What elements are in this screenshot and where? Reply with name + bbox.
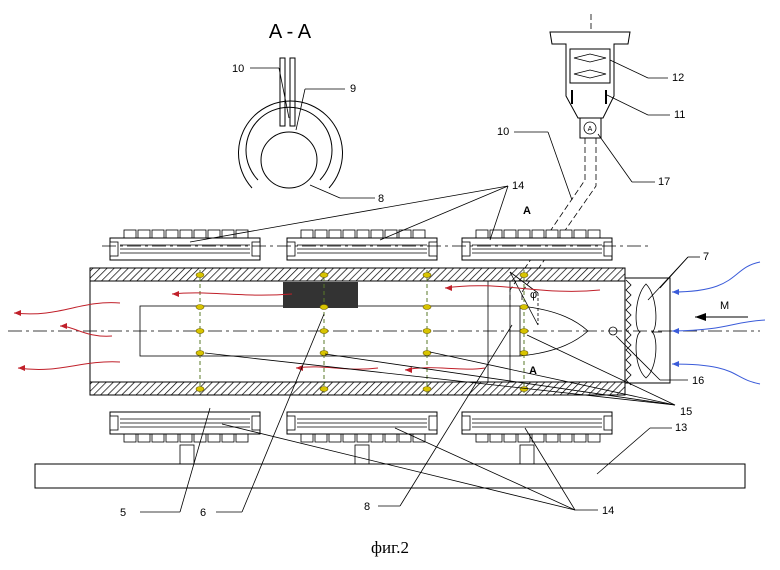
top-heater-modules — [110, 230, 612, 260]
sensor-dot — [520, 305, 528, 310]
sensor-column — [196, 270, 204, 396]
sensor-dot — [423, 329, 431, 334]
airflow-arrowhead — [672, 361, 679, 367]
airflow-line — [672, 364, 760, 384]
callout-15: 15 — [680, 406, 692, 418]
callout-6: 6 — [200, 507, 206, 519]
sensor-dot — [320, 305, 328, 310]
chamber — [90, 268, 670, 395]
section-title: A - A — [269, 21, 312, 43]
section-view — [239, 58, 376, 198]
airflow-arrowhead — [445, 285, 452, 291]
sensor-dot — [423, 273, 431, 278]
sensor-dot — [520, 273, 528, 278]
sensor-dot — [196, 329, 204, 334]
callout-8-bottom: 8 — [364, 501, 370, 513]
callout-7: 7 — [703, 251, 709, 263]
callout-11: 11 — [674, 109, 685, 121]
sensor-dot — [196, 305, 204, 310]
heater-module — [287, 230, 437, 260]
flow-direction — [695, 313, 748, 321]
callout-17: 17 — [658, 176, 670, 188]
airflow-line — [405, 368, 485, 370]
airflow-arrowhead — [405, 367, 412, 373]
sensor-dot — [423, 387, 431, 392]
section-marker-top: A — [523, 205, 531, 217]
callout-13: 13 — [675, 422, 687, 434]
sensor-dot — [423, 351, 431, 356]
sensor-dot — [196, 273, 204, 278]
callout-5: 5 — [120, 507, 126, 519]
sensor-dot — [196, 387, 204, 392]
sensor-dot — [196, 351, 204, 356]
airflow-line — [672, 262, 760, 292]
sensor-dot — [320, 273, 328, 278]
sensor-dot — [520, 351, 528, 356]
callout-9: 9 — [350, 83, 356, 95]
sensor-dot — [320, 387, 328, 392]
bottom-heater-modules — [110, 412, 612, 442]
heater-module — [110, 230, 260, 260]
airflow-line — [672, 320, 765, 331]
hopper: A — [550, 14, 670, 182]
angle-symbol: φ — [530, 289, 537, 301]
callout-16: 16 — [692, 375, 704, 387]
flow-label: M — [720, 300, 729, 312]
callout-10-pipe: 10 — [497, 126, 509, 138]
figure-caption: фиг.2 — [371, 538, 409, 557]
airflow-arrowhead — [14, 310, 21, 316]
airflow-arrowhead — [672, 289, 679, 295]
sensor-dot — [520, 329, 528, 334]
heater-block — [283, 282, 358, 308]
callout-12: 12 — [672, 72, 684, 84]
heater-module — [462, 412, 612, 442]
airflow-line — [18, 362, 120, 370]
airflow-line — [14, 303, 120, 314]
airflow-line — [172, 293, 292, 295]
airflow-arrowhead — [18, 365, 25, 371]
callout-14-top: 14 — [512, 180, 524, 192]
airflow-arrowhead — [60, 323, 67, 329]
heater-module — [287, 412, 437, 442]
sensor-dot — [320, 329, 328, 334]
airflow-arrowhead — [172, 291, 179, 297]
sensor-columns — [196, 270, 528, 396]
callout-8-section: 8 — [378, 193, 384, 205]
callout-14-bottom: 14 — [602, 505, 614, 517]
sensor-dot — [423, 305, 431, 310]
heater-module — [110, 412, 260, 442]
callout-10-section: 10 — [232, 63, 244, 75]
airflow-line — [445, 286, 600, 292]
heater-module — [462, 230, 612, 260]
sensor-dot — [320, 351, 328, 356]
airflow-arrowhead — [672, 328, 679, 334]
svg-text:A: A — [588, 126, 593, 133]
